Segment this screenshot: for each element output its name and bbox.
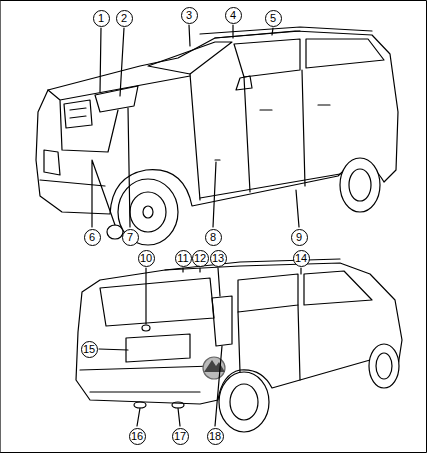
callout-number: 7	[122, 229, 139, 246]
callout-number: 17	[172, 428, 189, 445]
callout-number: 2	[116, 10, 133, 27]
callout-number: 4	[225, 7, 242, 24]
callout-number: 12	[192, 250, 209, 267]
callout-number: 16	[129, 428, 146, 445]
callout-number: 14	[293, 250, 310, 267]
callout-number: 9	[291, 229, 308, 246]
callout-number: 11	[175, 250, 192, 267]
callout-number: 18	[207, 428, 224, 445]
callout-number: 3	[181, 7, 198, 24]
callout-number: 5	[265, 10, 282, 27]
callout-number: 10	[138, 250, 155, 267]
callout-number: 13	[210, 250, 227, 267]
callout-number: 8	[205, 229, 222, 246]
callout-number: 15	[81, 341, 98, 358]
callout-number: 1	[93, 10, 110, 27]
callout-number: 6	[84, 229, 101, 246]
